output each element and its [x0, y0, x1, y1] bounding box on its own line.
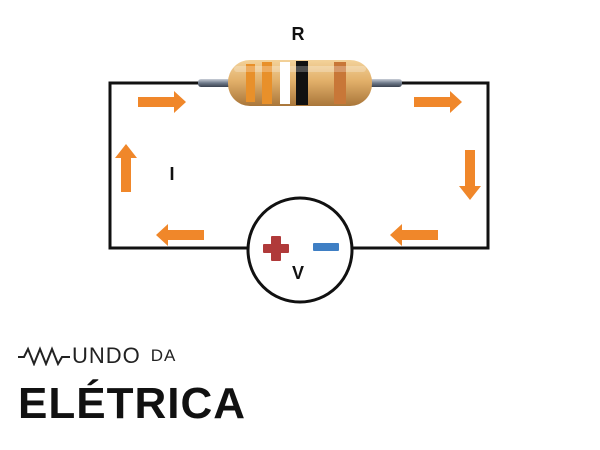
logo-main-word: ELÉTRICA: [18, 379, 246, 428]
plus-icon: [263, 236, 289, 261]
voltage-source: [246, 196, 354, 304]
resistor-band-1: [246, 64, 255, 102]
resistor-band-3: [280, 62, 290, 104]
resistor: [198, 60, 402, 106]
resistor-band-5: [334, 62, 346, 104]
arrow-up-icon: [115, 144, 137, 192]
arrow-down-icon: [459, 150, 481, 200]
resistor-band-2: [262, 62, 272, 104]
arrow-left-icon: [156, 224, 204, 246]
logo: UNDO DA ELÉTRICA: [18, 340, 278, 430]
current-arrows: [115, 91, 481, 246]
minus-icon: [313, 243, 339, 251]
circuit-wires: [108, 81, 490, 250]
current-label: I: [169, 164, 174, 184]
resistor-zigzag-icon: [18, 346, 70, 366]
resistor-label: R: [292, 24, 305, 44]
arrow-left-icon: [390, 224, 438, 246]
circuit-diagram: R I V: [108, 24, 490, 304]
logo-top-word: UNDO: [72, 343, 141, 368]
source-label: V: [292, 263, 304, 283]
arrow-right-icon: [414, 91, 462, 113]
logo-top-line: UNDO DA: [18, 340, 176, 372]
resistor-band-4: [296, 61, 308, 105]
arrow-right-icon: [138, 91, 186, 113]
logo-small-word: DA: [150, 346, 177, 365]
